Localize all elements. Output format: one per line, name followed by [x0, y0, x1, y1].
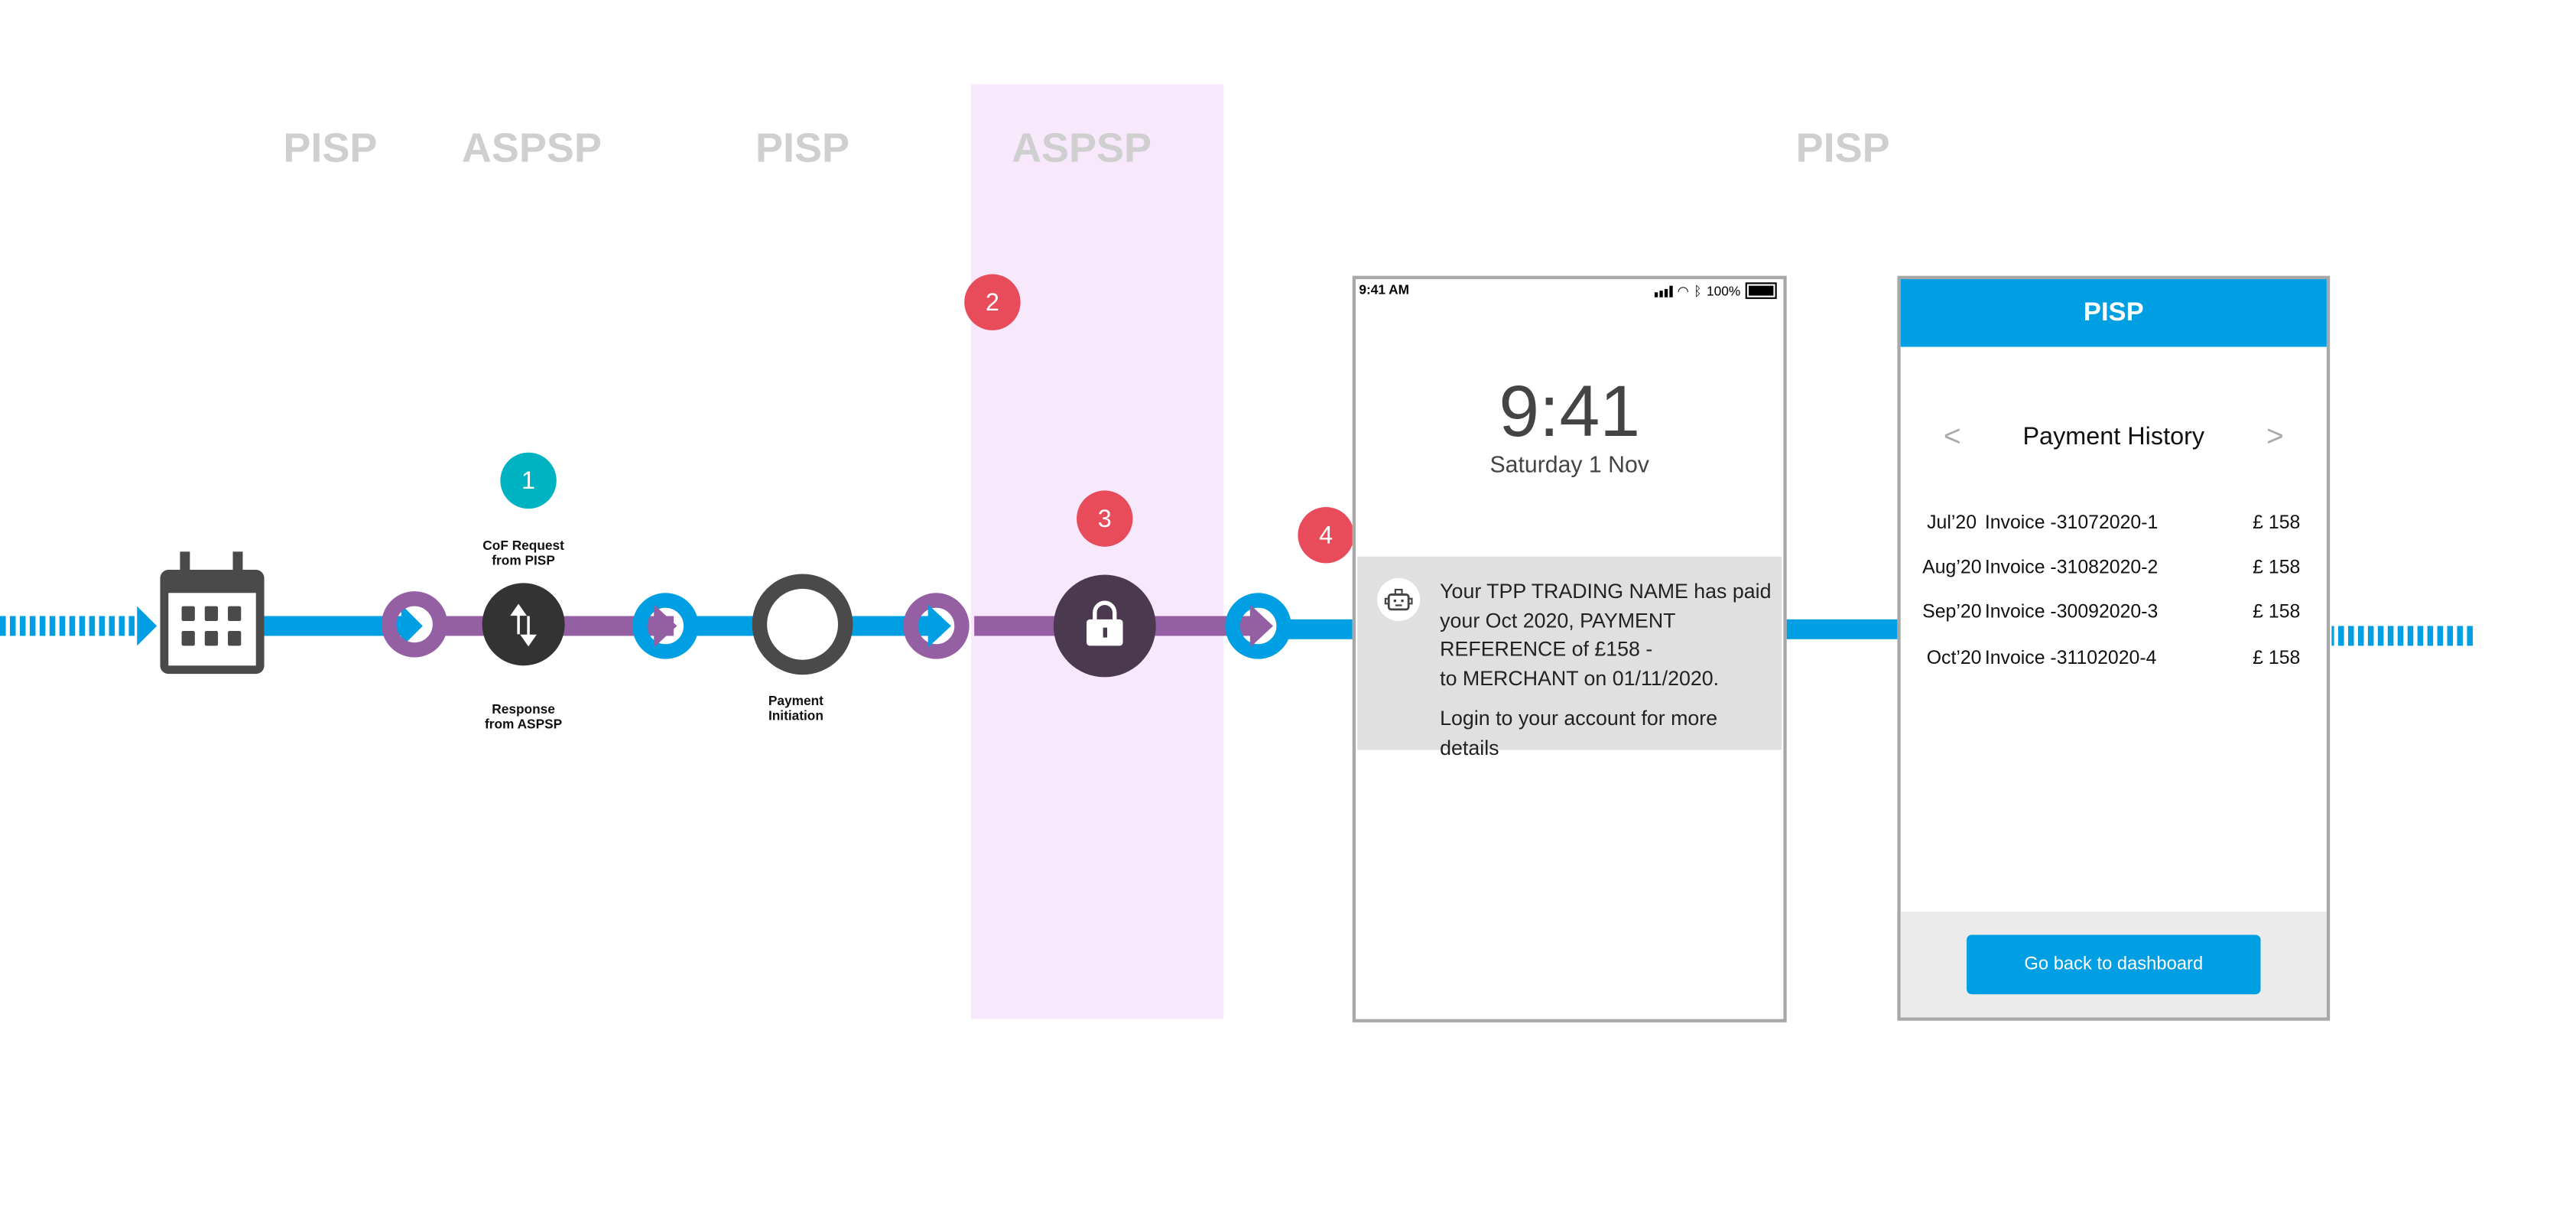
- status-bar-icons: ◠ ᛒ 100%: [1654, 282, 1777, 299]
- dashed-line-left: [0, 606, 158, 646]
- app-header: PISP: [1900, 278, 2327, 347]
- bluetooth-icon: ᛒ: [1694, 283, 1702, 298]
- lock-clock: 9:41: [1499, 371, 1641, 453]
- app-footer: Go back to dashboard: [1900, 912, 2327, 1018]
- up-down-arrows-icon: [510, 603, 537, 647]
- lane-label-pisp: PISP: [1795, 125, 1890, 172]
- next-chevron-icon[interactable]: >: [2266, 419, 2284, 453]
- battery-percent: 100%: [1707, 283, 1741, 298]
- payment-history-title: Payment History: [2022, 422, 2205, 451]
- notification-message: Your TPP TRADING NAME has paid your Oct …: [1440, 580, 1772, 759]
- lane-label-pisp: PISP: [755, 125, 850, 172]
- connector: [264, 616, 405, 636]
- exchange-node: [482, 583, 565, 666]
- lock-icon: [1087, 600, 1123, 646]
- blue-node-ring: [1225, 593, 1291, 659]
- step-badge-2: 2: [964, 274, 1021, 330]
- step-badge-3: 3: [1077, 490, 1133, 547]
- dashed-line-right: [2331, 626, 2474, 646]
- purple-node-ring: [381, 591, 448, 658]
- lane-label-aspsp: ASPSP: [1012, 125, 1152, 172]
- signal-icon: [1654, 284, 1673, 297]
- calendar-icon: [160, 551, 265, 675]
- purple-node-ring: [903, 593, 970, 659]
- lock-date: Saturday 1 Nov: [1489, 450, 1649, 478]
- wifi-icon: ◠: [1677, 283, 1689, 298]
- aspsp-band: [970, 84, 1224, 1019]
- step-badge-1: 1: [500, 452, 557, 509]
- payment-initiation-node: [752, 574, 853, 675]
- lane-label-aspsp: ASPSP: [461, 125, 602, 172]
- blue-node-ring: [632, 593, 699, 659]
- payment-notification[interactable]: Your TPP TRADING NAME has paid your Oct …: [1357, 556, 1782, 759]
- robot-icon: [1377, 577, 1421, 622]
- prev-chevron-icon[interactable]: <: [1943, 419, 1961, 453]
- status-time: 9:41 AM: [1359, 282, 1409, 297]
- lock-screen-phone: 9:41 AM ◠ ᛒ 100% 9:41 Saturday 1 Nov You…: [1352, 275, 1787, 1023]
- go-back-dashboard-button[interactable]: Go back to dashboard: [1967, 935, 2261, 995]
- step-badge-4: 4: [1298, 506, 1354, 564]
- battery-icon: [1745, 282, 1777, 299]
- lane-label-pisp: PISP: [283, 125, 378, 172]
